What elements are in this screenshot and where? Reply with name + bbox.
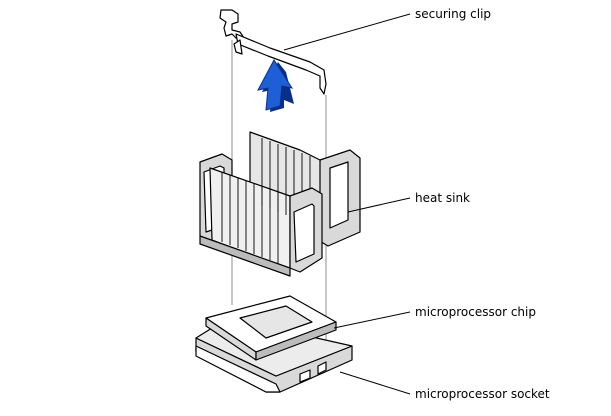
leader-heat-sink [347,197,411,213]
heat-sink [199,131,361,277]
microprocessor-socket-label: microprocessor socket [415,387,550,401]
lift-arrow-icon [257,59,294,112]
securing-clip [219,9,327,95]
leader-lines [283,13,411,395]
heat-sink-label: heat sink [415,191,471,205]
securing-clip-label: securing clip [415,7,492,21]
microprocessor-chip-label: microprocessor chip [415,305,536,319]
leader-microprocessor-socket [339,371,411,395]
microprocessor-assembly [195,295,353,393]
leader-securing-clip [283,13,411,51]
leader-microprocessor-chip [333,311,411,329]
